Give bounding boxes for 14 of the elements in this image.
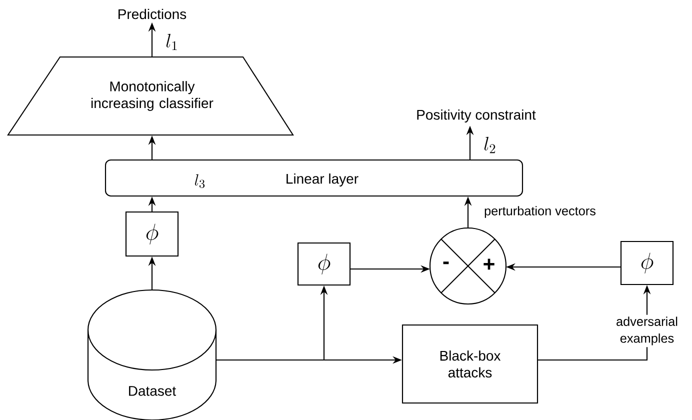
classifier-trapezoid: Monotonically increasing classifier <box>7 56 294 136</box>
output-text: Positivity constraint <box>417 109 536 123</box>
database-cylinder: Dataset <box>87 289 217 420</box>
phi-box: $\phi$ <box>125 211 179 257</box>
process-box: Black-box attacks <box>402 324 538 404</box>
output-text: Predictions <box>118 8 186 20</box>
output-text: adversarial examples <box>616 316 678 346</box>
phi-box: $\phi$ <box>297 242 351 286</box>
layer-box: $l_3$ Linear layer <box>104 159 524 197</box>
phi-box: $\phi$ <box>620 240 674 286</box>
node-label: Dataset <box>129 386 176 396</box>
edge-label: perturbation vectors <box>484 206 596 218</box>
edge-label: $l_1$ <box>166 34 177 50</box>
edge-label: $l_2$ <box>484 136 496 154</box>
